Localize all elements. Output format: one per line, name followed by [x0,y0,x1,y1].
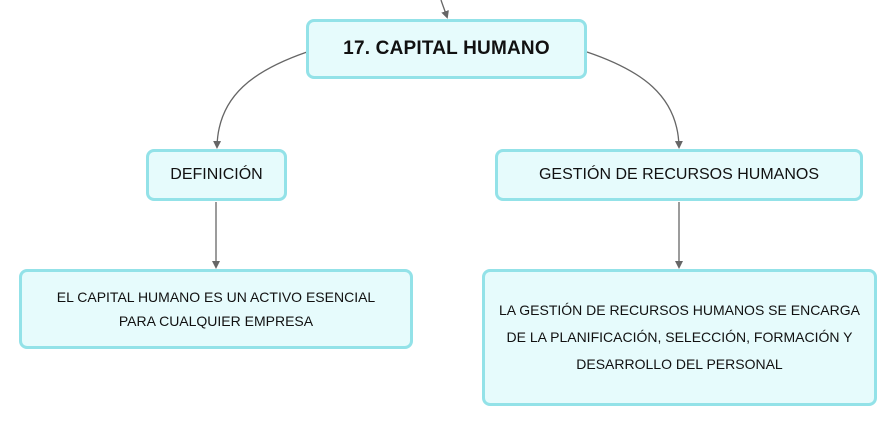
gestion-rrhh-node-label: GESTIÓN DE RECURSOS HUMANOS [538,166,820,183]
root-node-label: 17. CAPITAL HUMANO [343,38,550,59]
root-node[interactable]: 17. CAPITAL HUMANO [306,19,587,79]
definicion-node[interactable]: DEFINICIÓN [146,149,287,201]
definicion-node-label: DEFINICIÓN [170,166,263,183]
gestion-rrhh-detail-node[interactable]: LA GESTIÓN DE RECURSOS HUMANOS SE ENCARG… [482,269,877,406]
connector-incoming [440,0,449,19]
definicion-detail-text: EL CAPITAL HUMANO ES UN ACTIVO ESENCIAL … [56,289,376,329]
connector-root-to-gestion [586,51,683,149]
gestion-rrhh-detail-text: LA GESTIÓN DE RECURSOS HUMANOS SE ENCARG… [499,302,860,372]
definicion-detail-node[interactable]: EL CAPITAL HUMANO ES UN ACTIVO ESENCIAL … [19,269,413,349]
gestion-rrhh-node[interactable]: GESTIÓN DE RECURSOS HUMANOS [495,149,863,201]
connector-root-to-definicion [213,51,308,149]
